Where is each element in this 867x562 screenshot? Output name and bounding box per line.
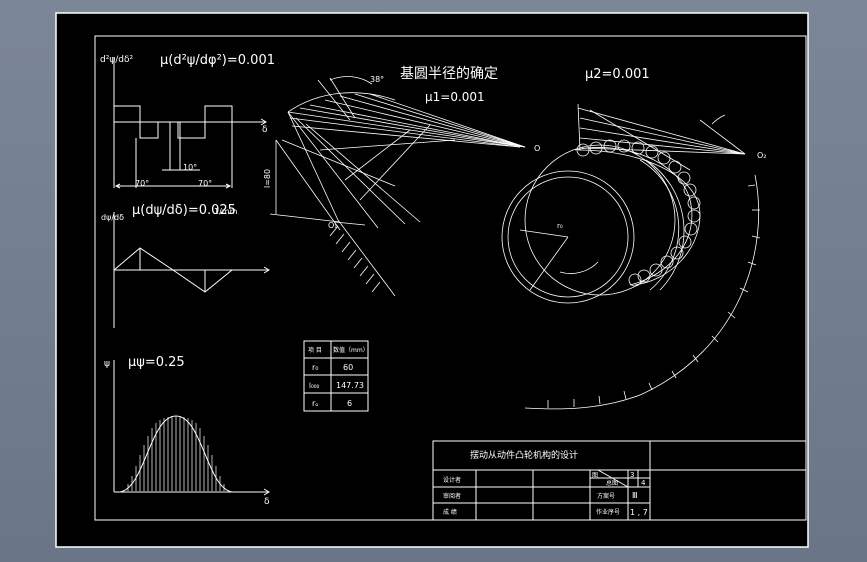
psi-x-label: δ bbox=[264, 497, 270, 507]
tb-drawing-value: 3 bbox=[630, 471, 634, 479]
tb-reviewer-label: 审阅者 bbox=[443, 492, 461, 500]
tb-total-label: 总图 bbox=[606, 479, 618, 487]
mu1-label: μ1=0.001 bbox=[425, 90, 485, 104]
table-header-item: 项 目 bbox=[308, 347, 322, 354]
tb-scheme-label: 方案号 bbox=[597, 492, 615, 500]
psi-hatch bbox=[127, 416, 225, 491]
accel-scale-label: μ(d²ψ/dφ²)=0.001 bbox=[160, 53, 275, 68]
velocity-graph: dψ/dδ μ(dψ/dδ)=0.025 1/mm bbox=[101, 203, 270, 328]
angle-left-label: 70° bbox=[135, 179, 149, 188]
o1-label: O₁ bbox=[328, 221, 338, 230]
velocity-unit-label: 1/mm bbox=[214, 207, 238, 216]
arc-ticks bbox=[547, 184, 761, 408]
velocity-y-label: dψ/dδ bbox=[101, 213, 124, 222]
psi-graph: ψ μψ=0.25 δ bbox=[104, 355, 270, 507]
base-circle-title: 基圆半径的确定 bbox=[400, 65, 498, 82]
acceleration-graph: d²ψ/dδ² μ(d²ψ/dφ²)=0.001 δ 70° 10° 70° bbox=[100, 53, 275, 189]
table-row-3-value: 6 bbox=[347, 399, 352, 408]
table-row-1-item: r₀ bbox=[312, 363, 319, 372]
angle-right-label: 70° bbox=[198, 179, 212, 188]
tb-seq-label: 作业序号 bbox=[596, 508, 620, 516]
title-block-title: 摆动从动件凸轮机构的设计 bbox=[470, 449, 578, 461]
cam-profile: r₀ O₂ bbox=[501, 103, 767, 410]
psi-scale-label: μψ=0.25 bbox=[128, 355, 185, 370]
o-label: O bbox=[534, 144, 540, 153]
r0-label: r₀ bbox=[557, 222, 563, 230]
angle-mid-label: 10° bbox=[183, 163, 197, 172]
tb-score-label: 成 绩 bbox=[443, 508, 457, 516]
angle-38-label: 38° bbox=[370, 75, 384, 84]
length-80-label: l=80 bbox=[263, 169, 272, 188]
accel-x-label: δ bbox=[262, 125, 268, 135]
table-row-2-item: l₀₀₀ bbox=[309, 382, 320, 390]
mu2-label: μ2=0.001 bbox=[585, 67, 650, 82]
params-table: 项 目 数值（mm） r₀ 60 l₀₀₀ 147.73 rₒ 6 bbox=[303, 340, 369, 412]
roller-circles bbox=[576, 139, 701, 287]
table-row-2-value: 147.73 bbox=[336, 381, 364, 390]
title-block: 摆动从动件凸轮机构的设计 设计者 审阅者 成 绩 图 总图 方案号 作业序号 3… bbox=[432, 440, 807, 521]
tb-seq-value: 1 , 7 bbox=[630, 508, 648, 517]
psi-y-label: ψ bbox=[104, 359, 110, 369]
tb-drawing-label: 图 bbox=[592, 472, 598, 479]
table-row-3-item: rₒ bbox=[312, 399, 319, 408]
o2-label: O₂ bbox=[757, 151, 767, 160]
table-header-value: 数值（mm） bbox=[333, 346, 369, 354]
tb-scheme-value: Ⅲ bbox=[632, 491, 638, 500]
table-row-1-value: 60 bbox=[343, 363, 353, 372]
base-circle-construction: 38° l=80 O₁ O bbox=[263, 75, 540, 297]
accel-y-label: d²ψ/dδ² bbox=[100, 55, 134, 65]
tb-total-value: 4 bbox=[641, 479, 646, 487]
tb-designer-label: 设计者 bbox=[443, 476, 461, 484]
velocity-scale-label: μ(dψ/dδ)=0.025 bbox=[132, 203, 236, 218]
drawing-sheet bbox=[55, 12, 809, 548]
hatch-ground bbox=[329, 225, 381, 293]
